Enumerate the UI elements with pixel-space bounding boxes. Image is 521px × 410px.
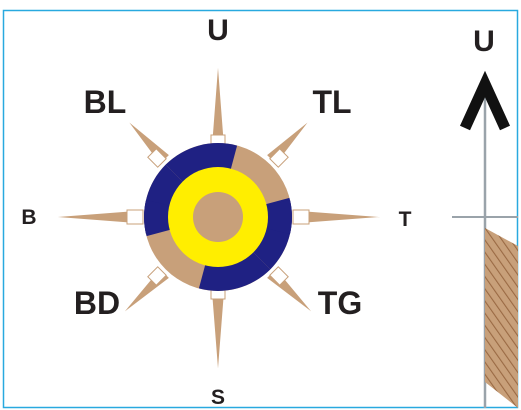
south-spike xyxy=(211,288,225,378)
east-tab xyxy=(293,210,309,224)
label-northwest: BL xyxy=(84,84,127,120)
label-west: B xyxy=(21,206,36,229)
label-south: S xyxy=(211,386,225,409)
label-northeast: TL xyxy=(312,84,351,120)
label-east: T xyxy=(399,208,412,231)
direction-arrow: U xyxy=(452,25,518,408)
east-spike xyxy=(296,210,388,224)
west-tab xyxy=(127,210,143,224)
compass-rose: U S B T BL TL BD TG xyxy=(21,14,411,409)
hatched-slope xyxy=(485,228,518,408)
label-north: U xyxy=(207,14,229,47)
inner-core xyxy=(193,192,243,242)
west-spike xyxy=(48,210,140,224)
label-southeast: TG xyxy=(318,285,362,321)
arrow-label: U xyxy=(473,25,495,58)
label-southwest: BD xyxy=(74,285,120,321)
